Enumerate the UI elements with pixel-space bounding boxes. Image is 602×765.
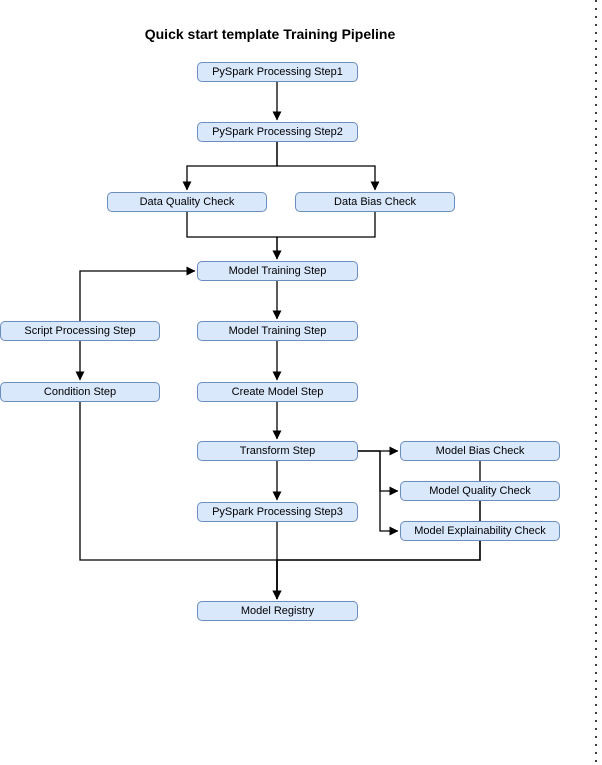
node-model-training-step-1[interactable]: Model Training Step [197, 261, 358, 281]
node-data-bias-check[interactable]: Data Bias Check [295, 192, 455, 212]
node-model-registry[interactable]: Model Registry [197, 601, 358, 621]
node-condition-step[interactable]: Condition Step [0, 382, 160, 402]
node-script-processing-step[interactable]: Script Processing Step [0, 321, 160, 341]
edge-model-explainability-check-to-model-registry [272, 541, 481, 600]
edge-data-quality-check-to-model-training-step-1 [186, 212, 282, 260]
node-data-quality-check[interactable]: Data Quality Check [107, 192, 267, 212]
edge-pyspark-processing-step2-to-data-bias-check [276, 142, 380, 191]
node-pyspark-processing-step2[interactable]: PySpark Processing Step2 [197, 122, 358, 142]
edge-pyspark-processing-step2-to-data-quality-check [182, 142, 278, 191]
node-transform-step[interactable]: Transform Step [197, 441, 358, 461]
diagram-title: Quick start template Training Pipeline [144, 26, 396, 42]
page-break-line [595, 0, 597, 765]
edge-script-processing-step-to-model-training-step-1 [79, 266, 196, 321]
node-model-quality-check[interactable]: Model Quality Check [400, 481, 560, 501]
node-create-model-step[interactable]: Create Model Step [197, 382, 358, 402]
node-model-bias-check[interactable]: Model Bias Check [400, 441, 560, 461]
edge-group [75, 82, 481, 600]
edge-condition-step-to-model-registry [79, 402, 282, 600]
node-model-training-step-2[interactable]: Model Training Step [197, 321, 358, 341]
edge-transform-step-to-model-quality-check [357, 450, 399, 496]
node-model-explainability-check[interactable]: Model Explainability Check [400, 521, 560, 541]
node-pyspark-processing-step3[interactable]: PySpark Processing Step3 [197, 502, 358, 522]
edge-data-bias-check-to-model-training-step-1 [272, 212, 376, 260]
edge-transform-step-to-model-explainability-check [357, 450, 399, 536]
node-pyspark-processing-step1[interactable]: PySpark Processing Step1 [197, 62, 358, 82]
